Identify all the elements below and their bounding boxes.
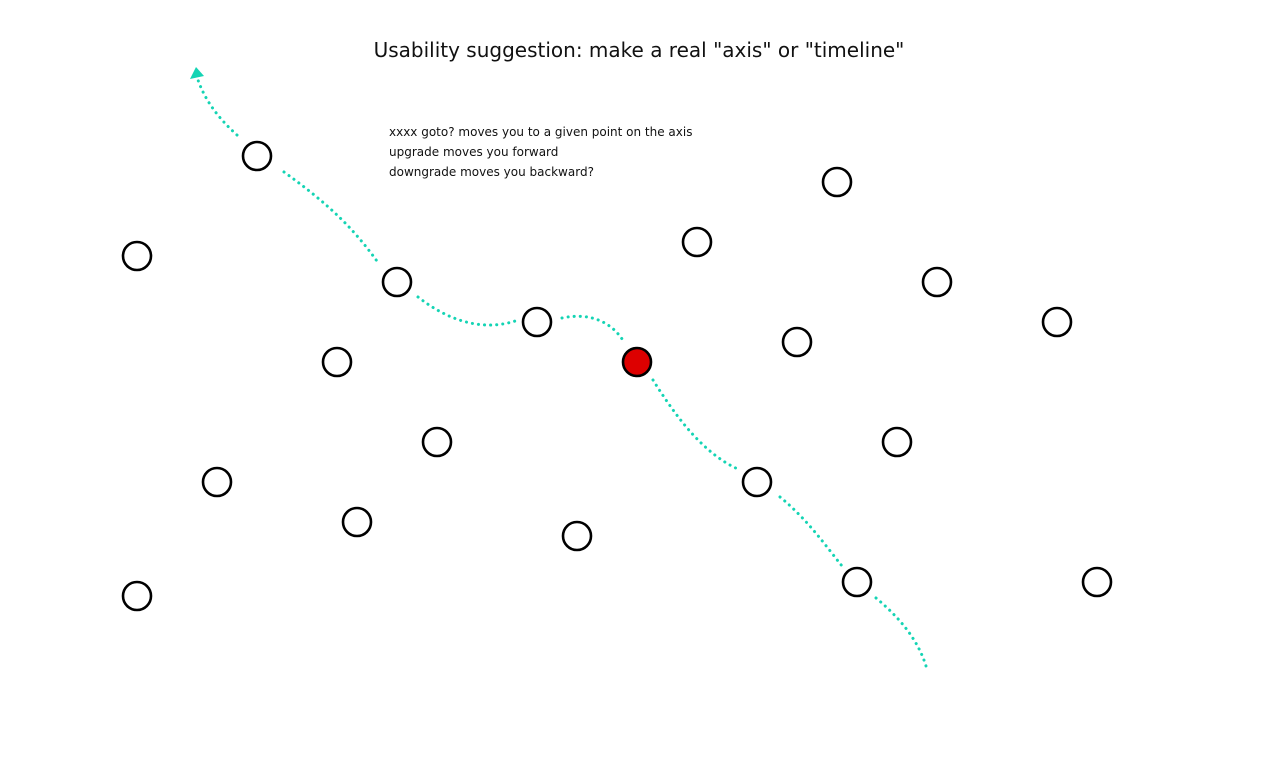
axis-segment	[778, 495, 844, 568]
node[interactable]	[341, 506, 373, 538]
node[interactable]	[421, 426, 453, 458]
timeline-axis	[196, 78, 928, 668]
node[interactable]	[121, 580, 153, 612]
node[interactable]	[681, 226, 713, 258]
note-upgrade: upgrade moves you forward	[389, 145, 559, 159]
node[interactable]	[201, 466, 233, 498]
node[interactable]	[741, 466, 773, 498]
note-goto: xxxx goto? moves you to a given point on…	[389, 125, 693, 139]
node[interactable]	[781, 326, 813, 358]
axis-segment	[560, 314, 626, 344]
node[interactable]	[841, 566, 873, 598]
axis-segment	[196, 78, 239, 137]
node-group	[121, 140, 1113, 612]
axis-segment	[416, 295, 520, 327]
node[interactable]	[921, 266, 953, 298]
node[interactable]	[561, 520, 593, 552]
page-title: Usability suggestion: make a real "axis"…	[373, 38, 905, 62]
node[interactable]	[1081, 566, 1113, 598]
node[interactable]	[521, 306, 553, 338]
node[interactable]	[121, 240, 153, 272]
node[interactable]	[821, 166, 853, 198]
node[interactable]	[381, 266, 413, 298]
node[interactable]	[241, 140, 273, 172]
note-downgrade: downgrade moves you backward?	[389, 165, 594, 179]
current-node[interactable]	[621, 346, 653, 378]
node[interactable]	[1041, 306, 1073, 338]
node[interactable]	[321, 346, 353, 378]
axis-segment	[282, 170, 381, 266]
axis-segment	[874, 596, 928, 668]
notes-block: xxxx goto? moves you to a given point on…	[389, 122, 692, 182]
node[interactable]	[881, 426, 913, 458]
arrowhead-icon	[190, 67, 204, 79]
axis-segment	[651, 378, 742, 472]
